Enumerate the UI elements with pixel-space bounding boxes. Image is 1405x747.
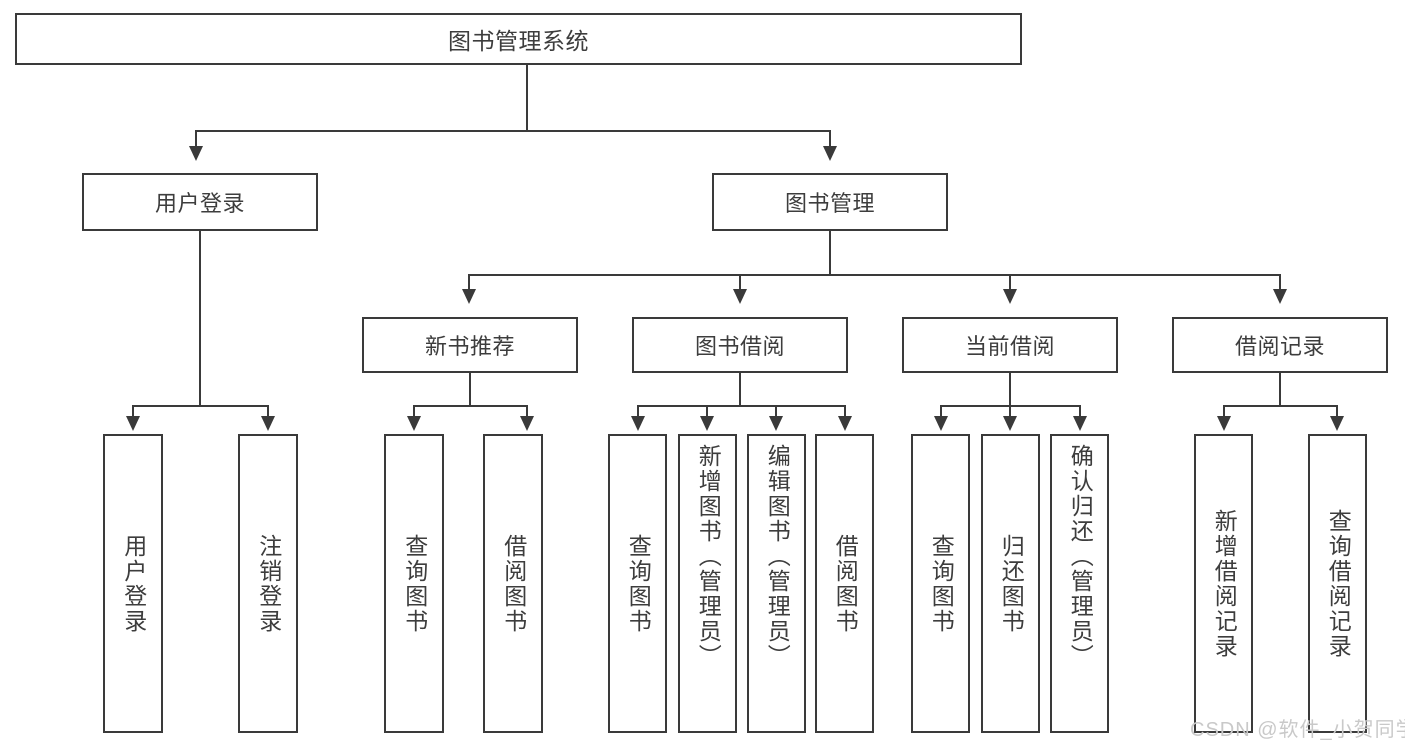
- node-label: 借阅记录: [1234, 334, 1325, 359]
- arrowhead-leaf-logout: [261, 416, 275, 431]
- leaf-user-login[interactable]: 用户登录: [103, 434, 163, 733]
- leaf-label: 用户登录: [120, 533, 147, 634]
- arrowhead-leaf-user-login: [126, 416, 140, 431]
- leaf-label: 编辑图书（管理员）: [764, 444, 791, 669]
- connector-cb-bar: [941, 405, 1081, 407]
- node-user-login[interactable]: 用户登录: [82, 173, 318, 231]
- leaf-label: 查询借阅记录: [1325, 508, 1352, 659]
- node-root-book-management-system[interactable]: 图书管理系统: [15, 13, 1022, 65]
- connector-bm-drop-4: [1279, 274, 1281, 290]
- connector-bb-bar: [638, 405, 846, 407]
- connector-root-drop-right: [829, 130, 831, 148]
- leaf-cb-query-book[interactable]: 查询图书: [911, 434, 970, 733]
- leaf-cb-return-book[interactable]: 归还图书: [981, 434, 1040, 733]
- connector-br-bar: [1224, 405, 1337, 407]
- leaf-bb-borrow-book[interactable]: 借阅图书: [815, 434, 874, 733]
- connector-nbr-stem: [469, 373, 471, 406]
- arrowhead-bb-leaf-1: [631, 416, 645, 431]
- leaf-label: 查询图书: [625, 533, 652, 634]
- arrowhead-br-leaf-2: [1330, 416, 1344, 431]
- node-label: 新书推荐: [424, 334, 515, 359]
- node-label: 图书借阅: [694, 334, 785, 359]
- connector-user-login-bar: [133, 405, 268, 407]
- connector-bb-drop-3: [775, 405, 777, 417]
- connector-br-stem: [1279, 373, 1281, 406]
- connector-bm-drop-1: [468, 274, 470, 290]
- node-label: 图书管理系统: [448, 28, 589, 54]
- connector-cb-drop-1: [940, 405, 942, 417]
- connector-cb-drop-3: [1079, 405, 1081, 417]
- arrowhead-borrow-record: [1273, 289, 1287, 304]
- arrowhead-cb-leaf-3: [1073, 416, 1087, 431]
- node-book-borrow[interactable]: 图书借阅: [632, 317, 848, 373]
- node-label: 当前借阅: [964, 334, 1055, 359]
- node-new-book-recommend[interactable]: 新书推荐: [362, 317, 578, 373]
- leaf-logout[interactable]: 注销登录: [238, 434, 298, 733]
- connector-bm-drop-3: [1009, 274, 1011, 290]
- arrowhead-book-management: [823, 146, 837, 161]
- leaf-label: 确认归还（管理员）: [1067, 444, 1094, 669]
- connector-root-stem: [526, 65, 528, 131]
- arrowhead-bb-leaf-4: [838, 416, 852, 431]
- connector-nbr-bar: [414, 405, 527, 407]
- leaf-nbr-query-book[interactable]: 查询图书: [384, 434, 444, 733]
- leaf-label: 注销登录: [255, 533, 282, 634]
- connector-book-management-bar: [469, 274, 1281, 276]
- watermark: CSDN @软件_小贺同学: [1190, 719, 1405, 741]
- arrowhead-bb-leaf-2: [700, 416, 714, 431]
- connector-br-drop-2: [1336, 405, 1338, 417]
- leaf-br-query-record[interactable]: 查询借阅记录: [1308, 434, 1367, 733]
- connector-user-login-drop-2: [267, 405, 269, 417]
- connector-user-login-drop-1: [132, 405, 134, 417]
- leaf-label: 借阅图书: [832, 533, 859, 634]
- connector-cb-drop-2: [1009, 405, 1011, 417]
- leaf-bb-edit-book-admin[interactable]: 编辑图书（管理员）: [747, 434, 806, 733]
- connector-root-drop-left: [195, 130, 197, 148]
- connector-cb-stem: [1009, 373, 1011, 406]
- arrowhead-nbr-leaf-2: [520, 416, 534, 431]
- arrowhead-current-borrow: [1003, 289, 1017, 304]
- connector-user-login-stem: [199, 231, 201, 406]
- leaf-label: 查询图书: [928, 533, 955, 634]
- connector-bm-drop-2: [739, 274, 741, 290]
- connector-root-bar: [196, 130, 830, 132]
- node-label: 图书管理: [784, 191, 875, 216]
- arrowhead-cb-leaf-1: [934, 416, 948, 431]
- connector-br-drop-1: [1223, 405, 1225, 417]
- leaf-label: 归还图书: [998, 533, 1025, 634]
- leaf-label: 查询图书: [401, 533, 428, 634]
- arrowhead-book-borrow: [733, 289, 747, 304]
- connector-bb-drop-1: [637, 405, 639, 417]
- connector-bb-drop-4: [844, 405, 846, 417]
- arrowhead-new-book-recommend: [462, 289, 476, 304]
- node-current-borrow[interactable]: 当前借阅: [902, 317, 1118, 373]
- arrowhead-user-login: [189, 146, 203, 161]
- leaf-br-add-record[interactable]: 新增借阅记录: [1194, 434, 1253, 733]
- node-borrow-record[interactable]: 借阅记录: [1172, 317, 1388, 373]
- leaf-cb-confirm-return-admin[interactable]: 确认归还（管理员）: [1050, 434, 1109, 733]
- node-label: 用户登录: [154, 191, 245, 216]
- arrowhead-bb-leaf-3: [769, 416, 783, 431]
- connector-nbr-drop-1: [413, 405, 415, 417]
- leaf-label: 新增图书（管理员）: [695, 444, 722, 669]
- leaf-bb-query-book[interactable]: 查询图书: [608, 434, 667, 733]
- arrowhead-br-leaf-1: [1217, 416, 1231, 431]
- connector-bb-stem: [739, 373, 741, 406]
- connector-bb-drop-2: [706, 405, 708, 417]
- arrowhead-nbr-leaf-1: [407, 416, 421, 431]
- connector-book-management-stem: [829, 231, 831, 275]
- leaf-nbr-borrow-book[interactable]: 借阅图书: [483, 434, 543, 733]
- leaf-label: 新增借阅记录: [1211, 508, 1238, 659]
- arrowhead-cb-leaf-2: [1003, 416, 1017, 431]
- leaf-label: 借阅图书: [500, 533, 527, 634]
- connector-nbr-drop-2: [526, 405, 528, 417]
- leaf-bb-add-book-admin[interactable]: 新增图书（管理员）: [678, 434, 737, 733]
- node-book-management[interactable]: 图书管理: [712, 173, 948, 231]
